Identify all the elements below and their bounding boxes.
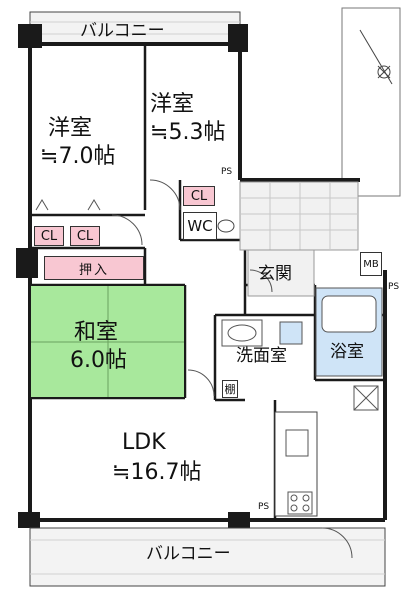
bathtub <box>321 295 377 333</box>
ps-label-2: PS <box>388 282 400 292</box>
washbasin <box>221 319 263 347</box>
balcony-top-hatch <box>30 21 240 35</box>
western-room-a-size: ≒7.0帖 <box>40 144 116 169</box>
closet-a1: CL <box>34 226 64 246</box>
compass-icon <box>359 29 393 85</box>
washroom-label: 洗面室 <box>236 346 287 366</box>
closet-a2: CL <box>70 226 100 246</box>
meter-box: MB <box>360 252 382 276</box>
ldk-name: LDK <box>122 430 166 455</box>
storage-oshiire: 押入 <box>44 256 144 280</box>
kitchen-counter <box>274 411 318 517</box>
washing-machine-pan <box>279 321 303 345</box>
western-room-a-name: 洋室 <box>48 116 93 141</box>
western-room-b-name: 洋室 <box>150 92 195 117</box>
balcony-top-area <box>29 11 241 45</box>
entrance-hall-tile <box>239 181 359 251</box>
closet-b: CL <box>183 186 215 206</box>
entrance-label: 玄関 <box>258 264 292 284</box>
balcony-bottom-area <box>29 527 386 587</box>
japanese-room-name: 和室 <box>74 320 119 345</box>
shelf-unit: 棚 <box>222 380 238 398</box>
bathroom-label: 浴室 <box>330 342 364 362</box>
genkan-floor <box>247 249 315 297</box>
ps-label-1: PS <box>221 167 233 177</box>
entrance-tile-grid <box>240 182 358 250</box>
toilet-room: WC <box>183 212 217 240</box>
ldk-size: ≒16.7帖 <box>112 460 202 485</box>
stove-icon <box>287 491 313 515</box>
balcony-bottom-label: バルコニー <box>146 544 231 564</box>
washbasin-bowl <box>227 324 257 342</box>
shaft-icon <box>353 385 379 411</box>
balcony-bottom-hatch <box>30 539 385 575</box>
balcony-top-label: バルコニー <box>80 21 165 41</box>
western-room-b-size: ≒5.3帖 <box>150 120 226 145</box>
toilet-bowl <box>217 219 235 233</box>
outer-walls <box>28 42 387 522</box>
tatami-lines <box>31 286 184 397</box>
wall-pillars <box>16 24 250 528</box>
door-swings <box>35 179 353 559</box>
compass-frame <box>341 7 401 197</box>
ps-label-3: PS <box>258 502 270 512</box>
kitchen-sink <box>285 429 309 457</box>
japanese-room-size: 6.0帖 <box>70 348 127 373</box>
